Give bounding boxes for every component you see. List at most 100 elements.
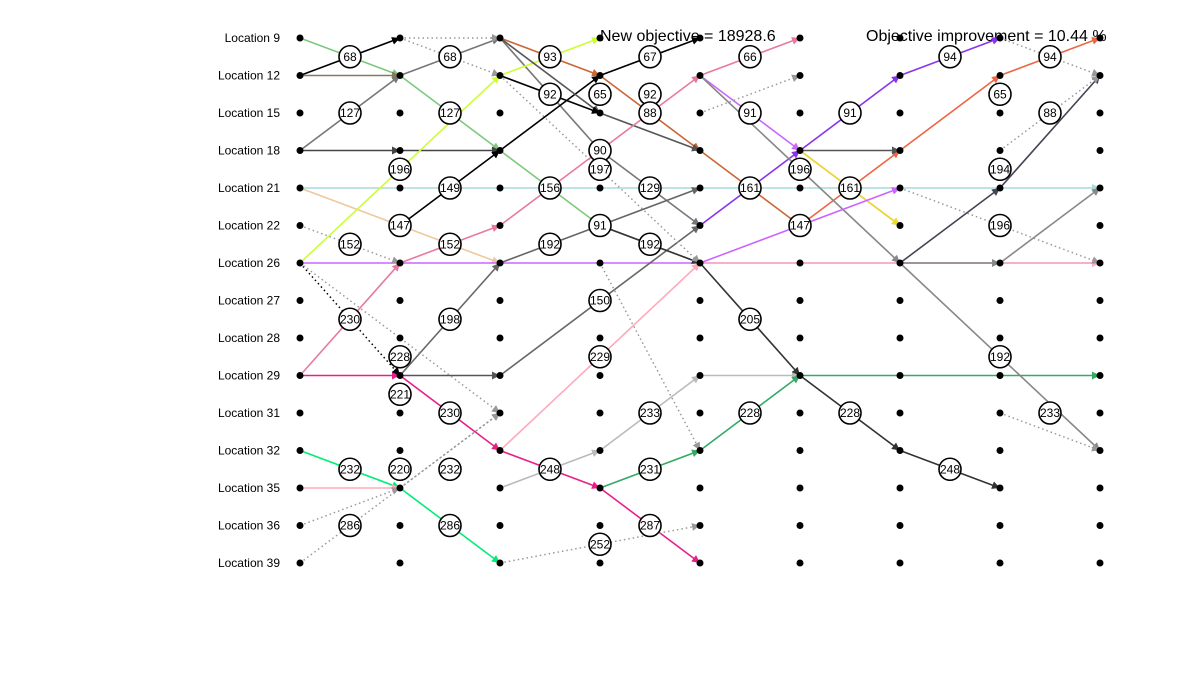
- location-node: [896, 109, 904, 117]
- badge-label: 94: [1043, 50, 1057, 64]
- location-node: [1096, 522, 1104, 529]
- value-badge: 68: [338, 44, 362, 69]
- location-node: [796, 447, 804, 454]
- value-badge: 68: [438, 44, 462, 69]
- value-badge: 287: [638, 513, 662, 538]
- value-badge: 127: [438, 101, 462, 125]
- location-node: [896, 334, 904, 342]
- location-node: [296, 409, 304, 417]
- location-node: [496, 372, 504, 379]
- location-node: [496, 559, 504, 567]
- badge-label: 197: [590, 162, 610, 176]
- location-node: [1096, 559, 1104, 567]
- location-node: [496, 334, 504, 342]
- location-node: [496, 222, 504, 229]
- value-badge: 127: [338, 101, 362, 125]
- value-badge: 156: [538, 176, 562, 200]
- location-node: [296, 259, 304, 267]
- location-node: [1096, 409, 1104, 417]
- badge-circle: [638, 101, 662, 125]
- location-node: [796, 147, 804, 154]
- badge-circle: [538, 457, 562, 482]
- location-node: [1096, 34, 1104, 42]
- badge-circle: [438, 457, 462, 482]
- value-badge: 228: [388, 344, 412, 369]
- badge-label: 90: [593, 144, 607, 158]
- location-node: [1096, 334, 1104, 342]
- route-segment: [599, 187, 701, 227]
- location-node: [396, 147, 404, 154]
- badge-circle: [338, 307, 362, 332]
- location-node: [996, 372, 1004, 379]
- badge-label: 156: [540, 181, 560, 195]
- row-label: Location 15: [218, 106, 280, 120]
- location-node: [796, 297, 804, 304]
- value-badge: 228: [838, 401, 862, 425]
- value-badge: 196: [788, 157, 812, 182]
- value-badge: 147: [388, 213, 412, 238]
- location-node: [296, 184, 304, 192]
- location-node: [696, 559, 704, 567]
- location-node: [496, 297, 504, 304]
- badge-circle: [638, 401, 662, 425]
- location-node: [896, 34, 904, 42]
- badge-label: 65: [993, 87, 1007, 101]
- value-badge: 232: [438, 457, 462, 482]
- badge-circle: [388, 457, 412, 482]
- value-badge: 66: [738, 44, 762, 69]
- row-label: Location 26: [218, 256, 280, 270]
- badge-label: 230: [440, 406, 460, 420]
- location-node: [296, 222, 304, 229]
- value-badge: 93: [538, 44, 562, 69]
- location-node: [396, 372, 404, 379]
- row-label: Location 29: [218, 369, 280, 383]
- location-node: [996, 259, 1004, 267]
- value-badge: 88: [1038, 101, 1062, 125]
- location-node: [696, 109, 704, 117]
- location-node: [896, 372, 904, 379]
- location-node: [896, 147, 904, 154]
- value-badge: 67: [638, 44, 662, 69]
- dotted-route-segment: [999, 224, 1101, 264]
- location-node: [496, 484, 504, 492]
- location-node: [296, 447, 304, 454]
- location-node: [796, 259, 804, 267]
- badge-label: 129: [640, 181, 660, 195]
- badge-circle: [588, 82, 612, 107]
- location-node: [396, 184, 404, 192]
- location-node: [496, 259, 504, 267]
- location-node: [496, 34, 504, 42]
- value-badge: 192: [988, 344, 1012, 369]
- location-node: [896, 222, 904, 229]
- badge-circle: [938, 457, 962, 482]
- dotted-route-segment: [899, 187, 1001, 227]
- badge-circle: [538, 82, 562, 107]
- badge-circle: [588, 288, 612, 313]
- objective-improvement-text: Objective improvement = 10.44 %: [866, 28, 1107, 45]
- badge-circle: [738, 44, 762, 69]
- route-segment: [899, 187, 1001, 264]
- badge-circle: [438, 232, 462, 257]
- location-node: [896, 559, 904, 567]
- location-node: [896, 522, 904, 529]
- badge-label: 93: [543, 50, 557, 64]
- location-node: [796, 409, 804, 417]
- location-node: [896, 484, 904, 492]
- location-node: [796, 109, 804, 117]
- badge-circle: [538, 44, 562, 69]
- badge-circle: [438, 176, 462, 200]
- value-badge: 161: [738, 176, 762, 200]
- location-node: [596, 259, 604, 267]
- row-label: Location 35: [218, 481, 280, 495]
- route-segment: [299, 187, 401, 227]
- value-badge: 196: [388, 157, 412, 182]
- value-badge: 161: [838, 176, 862, 200]
- location-node: [296, 297, 304, 304]
- location-node: [596, 484, 604, 492]
- value-badge: 197: [588, 157, 612, 182]
- badge-label: 152: [440, 237, 460, 251]
- location-node: [296, 72, 304, 79]
- badge-circle: [588, 344, 612, 369]
- badge-label: 286: [440, 519, 460, 533]
